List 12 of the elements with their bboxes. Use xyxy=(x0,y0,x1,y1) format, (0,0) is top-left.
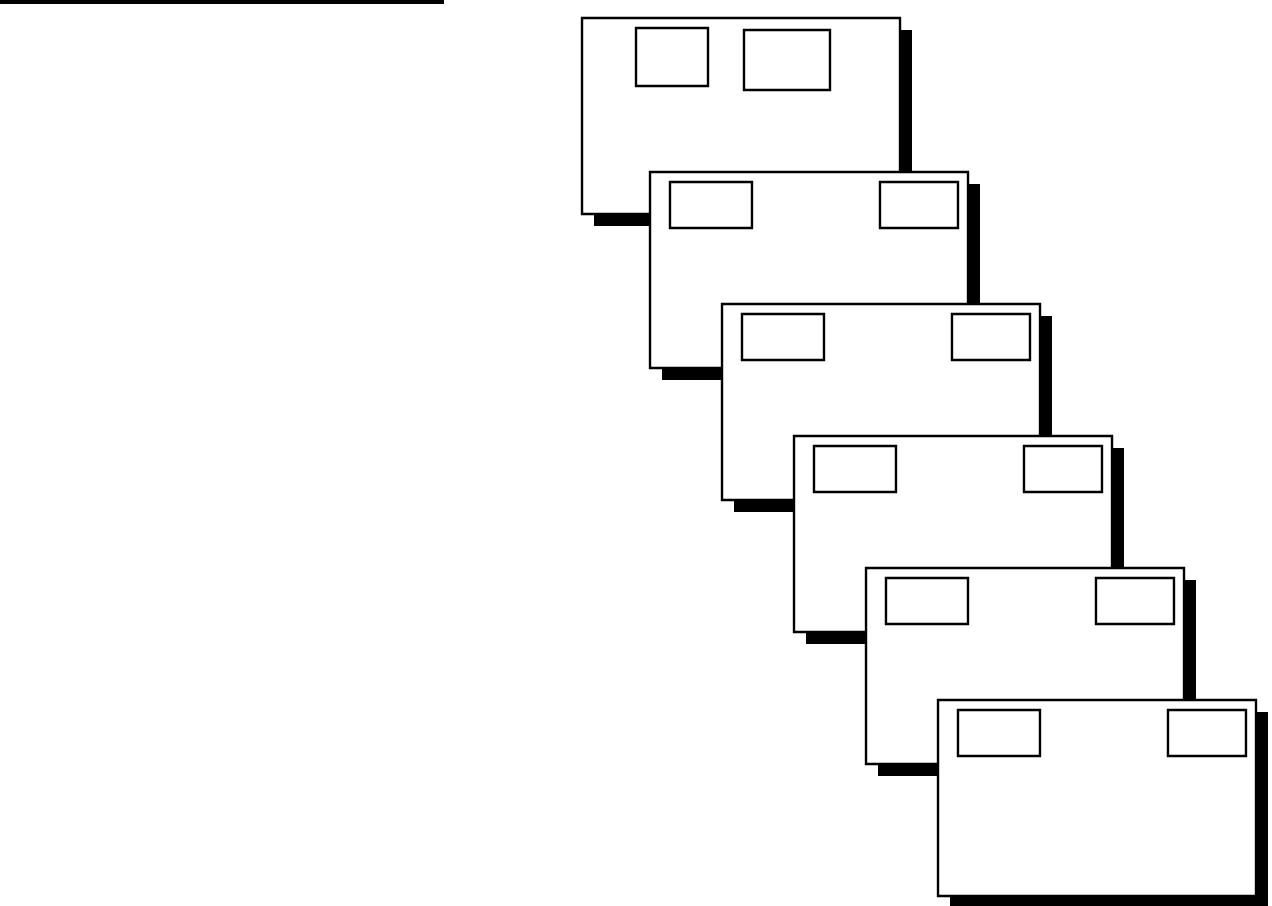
small-box xyxy=(950,312,1032,362)
small-box xyxy=(878,180,960,230)
small-box xyxy=(634,26,710,88)
small-box xyxy=(742,28,832,92)
small-box xyxy=(668,180,754,230)
small-box xyxy=(884,576,970,626)
small-box xyxy=(812,444,898,494)
small-box xyxy=(1022,444,1104,494)
small-box xyxy=(1166,708,1248,758)
small-box xyxy=(956,708,1042,758)
small-box xyxy=(1094,576,1176,626)
small-box xyxy=(740,312,826,362)
